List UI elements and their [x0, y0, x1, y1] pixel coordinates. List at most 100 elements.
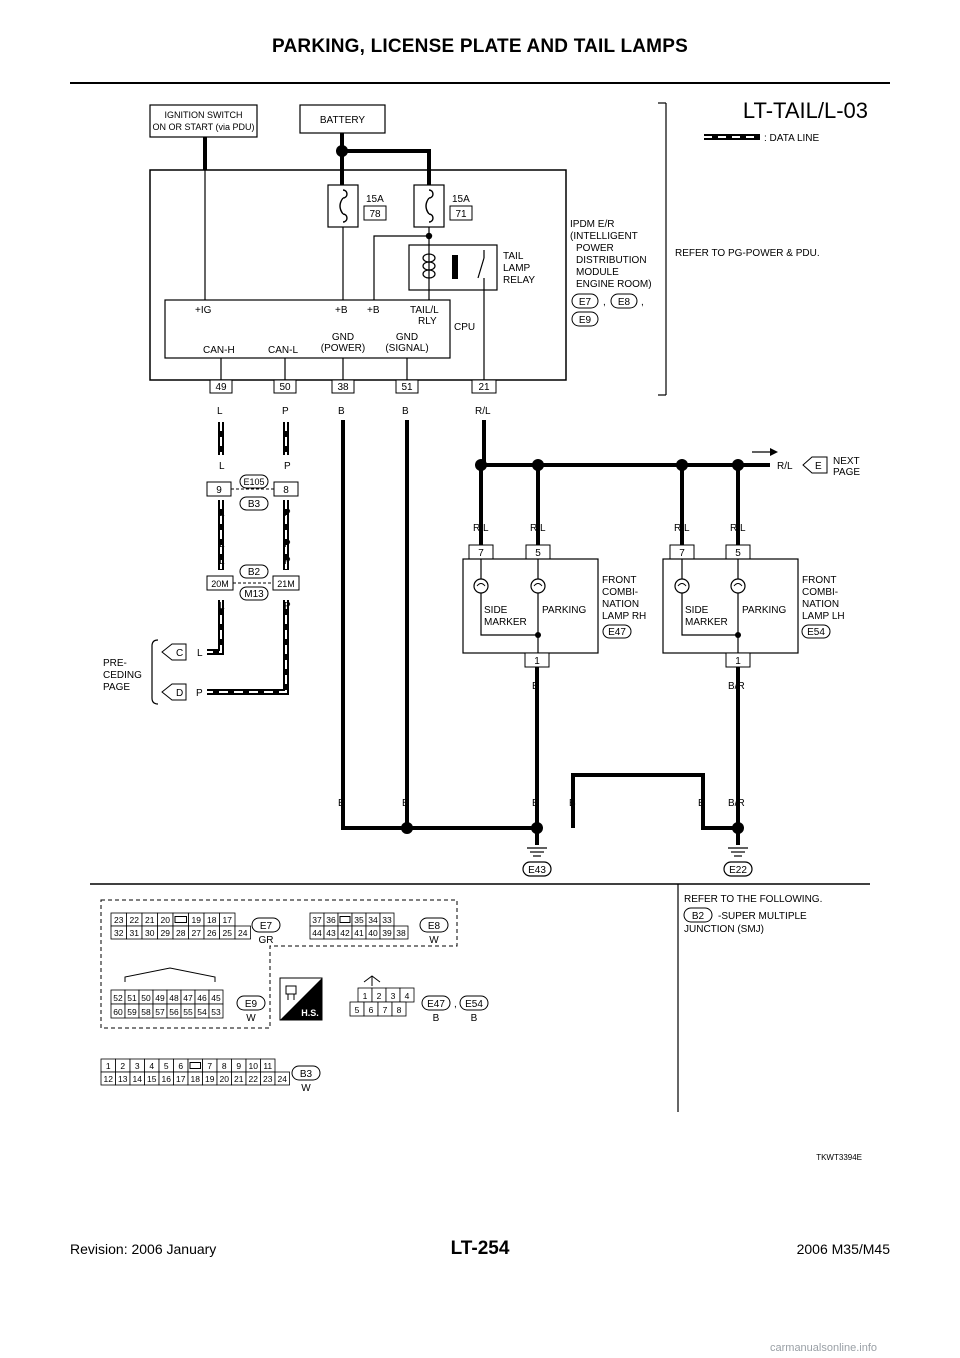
svg-text:,: ,	[454, 999, 457, 1010]
pin-number: 46	[197, 993, 207, 1003]
svg-text:R/L: R/L	[730, 523, 746, 534]
svg-text:P: P	[284, 539, 291, 550]
ground-e43	[522, 847, 552, 877]
svg-text:CPU: CPU	[454, 322, 475, 333]
svg-text:P: P	[284, 508, 291, 519]
pin-number: 5	[355, 1005, 360, 1015]
can-data-lines	[207, 422, 289, 695]
pin-number: 38	[396, 928, 406, 938]
svg-text:GND: GND	[396, 332, 418, 343]
svg-text:E43: E43	[528, 865, 546, 876]
pin-number: 41	[354, 928, 364, 938]
pin-number: 12	[104, 1074, 114, 1084]
ground-e22	[723, 847, 753, 877]
legend-text: : DATA LINE	[764, 133, 820, 144]
svg-text:8: 8	[283, 485, 289, 496]
svg-text:L: L	[219, 539, 225, 550]
fuse-78: 15A 78	[327, 184, 387, 228]
preceding-page-ref: PRE- CEDING PAGE C L D P	[103, 639, 203, 705]
hs-symbol: H.S.	[279, 977, 323, 1021]
pin-number: 15	[147, 1074, 157, 1084]
svg-text:PARKING: PARKING	[742, 605, 786, 616]
pin-number: 2	[377, 991, 382, 1001]
svg-text:5: 5	[535, 548, 541, 559]
svg-text:B: B	[698, 798, 705, 809]
tail-lamp-relay: TAIL LAMP RELAY	[408, 244, 535, 291]
connector-cavity	[399, 987, 415, 1003]
pin-number: 27	[192, 928, 202, 938]
pin-number: 7	[383, 1005, 388, 1015]
data-line-legend: : DATA LINE	[704, 133, 820, 144]
svg-text:51: 51	[401, 382, 413, 393]
revision-text: Revision: 2006 January	[70, 1241, 217, 1257]
svg-text:MODULE: MODULE	[576, 267, 619, 278]
pin-number: 48	[169, 993, 179, 1003]
pin-number: 23	[263, 1074, 273, 1084]
svg-text:R/L: R/L	[475, 406, 491, 417]
svg-text:GND: GND	[332, 332, 354, 343]
svg-text:B: B	[532, 681, 539, 692]
svg-text:H.S.: H.S.	[301, 1008, 319, 1018]
svg-text:B3: B3	[300, 1069, 313, 1080]
svg-text:IPDM E/R: IPDM E/R	[570, 219, 614, 230]
svg-text:CEDING: CEDING	[103, 670, 142, 681]
svg-text:R/L: R/L	[777, 461, 793, 472]
pin-number: 29	[161, 928, 171, 938]
svg-text:E47: E47	[427, 999, 445, 1010]
svg-text:L: L	[219, 556, 225, 567]
svg-text:B: B	[402, 406, 409, 417]
svg-text:E47: E47	[608, 627, 626, 638]
svg-text:R/L: R/L	[473, 523, 489, 534]
svg-text:9: 9	[216, 485, 222, 496]
pin-number: 33	[382, 915, 392, 925]
pin-number: 3	[391, 991, 396, 1001]
svg-text:RELAY: RELAY	[503, 275, 535, 286]
pin-number: 4	[405, 991, 410, 1001]
svg-text:L: L	[219, 461, 225, 472]
svg-text:+IG: +IG	[195, 305, 212, 316]
watermark-text: carmanualsonline.info	[770, 1342, 878, 1354]
svg-text:RLY: RLY	[418, 316, 437, 327]
pin-number: 35	[354, 915, 364, 925]
svg-text:B/R: B/R	[728, 681, 745, 692]
svg-text:SIDE: SIDE	[685, 605, 709, 616]
svg-text:COMBI-: COMBI-	[802, 587, 838, 598]
pin-number: 59	[127, 1007, 137, 1017]
svg-text:C: C	[176, 648, 183, 659]
ipdm-label: IPDM E/R (INTELLIGENT POWER DISTRIBUTION…	[570, 219, 652, 327]
svg-text:W: W	[246, 1013, 256, 1024]
pin-number: 39	[382, 928, 392, 938]
svg-text:P: P	[196, 688, 203, 699]
can-wire-labels: L P L P L P L P L P L P	[217, 406, 291, 612]
connector-lock	[339, 916, 351, 923]
svg-text:JUNCTION (SMJ): JUNCTION (SMJ)	[684, 924, 764, 935]
svg-text:W: W	[301, 1083, 311, 1094]
pin-number: 6	[178, 1061, 183, 1071]
next-page-ref: E NEXT PAGE	[802, 456, 860, 478]
svg-text:SIDE: SIDE	[484, 605, 508, 616]
battery-box: BATTERY	[299, 104, 386, 134]
junction-e105-b3: 9 8 E105 B3	[206, 474, 299, 511]
connector-cavity	[393, 925, 409, 940]
svg-text:COMBI-: COMBI-	[602, 587, 638, 598]
pin-number: 9	[236, 1061, 241, 1071]
pin-number: 10	[249, 1061, 259, 1071]
pin-number: 44	[312, 928, 322, 938]
svg-text:MARKER: MARKER	[484, 617, 527, 628]
svg-text:FRONT: FRONT	[602, 575, 636, 586]
pin-number: 56	[169, 1007, 179, 1017]
front-combination-lamp-rh: 7 5 SIDE MARKER PARKING 1 FRONT COMBI- N…	[462, 544, 646, 668]
pin-number: 34	[368, 915, 378, 925]
pin-number: 6	[369, 1005, 374, 1015]
svg-text:ENGINE ROOM): ENGINE ROOM)	[576, 279, 652, 290]
pin-number: 47	[183, 993, 193, 1003]
svg-text:B: B	[338, 406, 345, 417]
svg-text:TAIL/L: TAIL/L	[410, 305, 439, 316]
svg-text:PAGE: PAGE	[833, 467, 860, 478]
svg-text:LAMP RH: LAMP RH	[602, 611, 646, 622]
svg-text:,: ,	[641, 297, 644, 308]
pin-number: 14	[133, 1074, 143, 1084]
connector-lock	[189, 1062, 201, 1069]
